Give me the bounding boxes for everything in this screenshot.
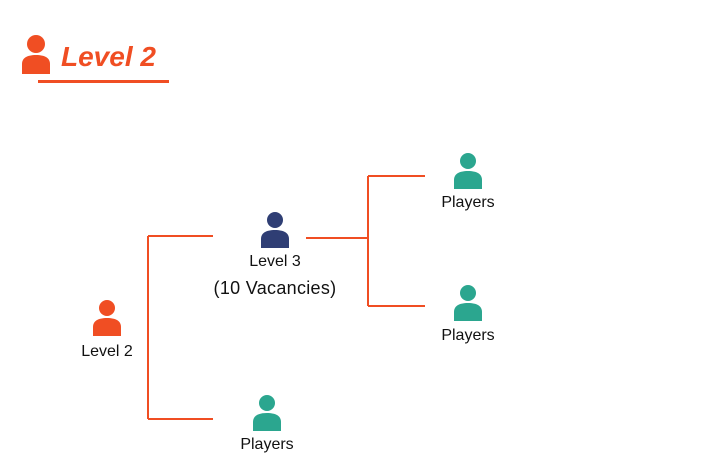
person-icon [454,285,482,321]
page-title: Level 2 [61,41,156,72]
node-label: Level 3 [249,253,301,270]
node-root-level2: Level 2 [65,300,149,361]
title-underline [38,80,169,83]
header-person-icon [22,35,50,74]
person-icon [253,395,281,431]
node-players-bottom: Players [227,395,307,454]
node-players-middle: Players [428,285,508,345]
node-label: Players [441,194,495,211]
node-level3: Level 3 (10 Vacancies) [203,212,347,299]
header-person-body [22,55,50,74]
node-label: Level 2 [81,343,133,360]
person-icon [93,300,121,336]
node-label: Players [240,436,294,453]
person-icon [454,153,482,189]
node-label: Players [441,327,495,344]
header-person-head [27,35,45,53]
node-players-top: Players [428,153,508,212]
node-sublabel-vacancies: (10 Vacancies) [213,278,337,298]
person-icon [261,212,289,248]
